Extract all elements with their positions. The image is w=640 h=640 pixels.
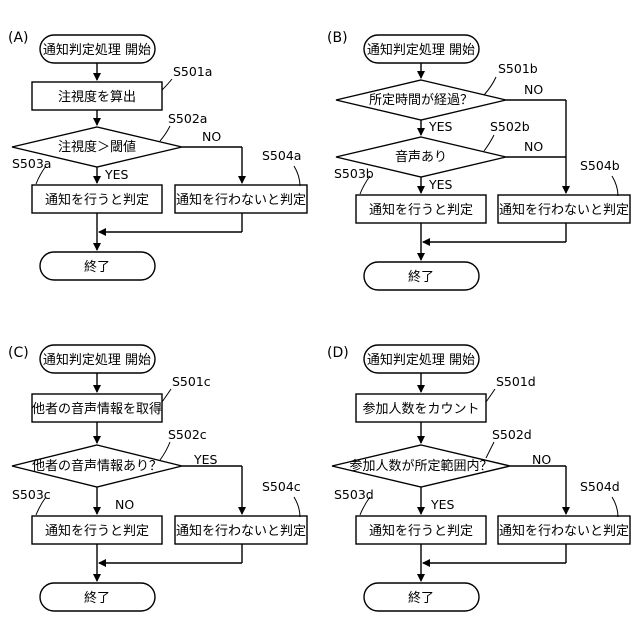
panel-a-label: (A) bbox=[8, 30, 29, 46]
panel-b-s504-label: S504b bbox=[580, 158, 620, 173]
panel-a-s501-text: 注視度を算出 bbox=[58, 89, 136, 105]
panel-b-start-text: 通知判定処理 開始 bbox=[367, 42, 475, 58]
panel-c: (C) 通知判定処理 開始 他者の音声情報を取得 S501c 他者の音声情報あり… bbox=[8, 345, 307, 611]
panel-d-s501-text: 参加人数をカウント bbox=[362, 401, 479, 417]
panel-a-s502-leader bbox=[160, 126, 170, 141]
panel-b-s504-text: 通知を行わないと判定 bbox=[499, 202, 629, 218]
panel-c-s502-leader bbox=[160, 442, 170, 460]
panel-d-s502-leader bbox=[486, 442, 494, 458]
panel-a-s504-leader bbox=[294, 166, 300, 186]
panel-d-s501-leader bbox=[486, 389, 495, 402]
panel-d-end-text: 終了 bbox=[408, 590, 434, 606]
panel-b-end-text: 終了 bbox=[408, 269, 434, 285]
panel-d-s504-leader bbox=[612, 497, 618, 517]
panel-c-s501-label: S501c bbox=[172, 374, 211, 389]
panel-a-s502-text: 注視度＞閾値 bbox=[58, 139, 136, 155]
panel-a-yes-label: YES bbox=[104, 167, 129, 182]
panel-c-yes-label: YES bbox=[193, 452, 218, 467]
panel-b-s502-leader bbox=[484, 135, 494, 151]
panel-c-end-text: 終了 bbox=[84, 590, 110, 606]
panel-b-no1-label: NO bbox=[524, 82, 543, 97]
panel-b-yes2-label: YES bbox=[428, 177, 453, 192]
panel-a-s501-label: S501a bbox=[173, 64, 212, 79]
panel-c-s503-text: 通知を行うと判定 bbox=[45, 523, 149, 539]
panel-b-s501-text: 所定時間が経過？ bbox=[369, 93, 473, 108]
panel-c-start-text: 通知判定処理 開始 bbox=[43, 352, 151, 368]
panel-b-s503-text: 通知を行うと判定 bbox=[369, 202, 473, 218]
panel-a-end-text: 終了 bbox=[84, 259, 110, 275]
panel-a-s503-label: S503a bbox=[12, 156, 51, 171]
panel-b-s502-text: 音声あり bbox=[395, 149, 447, 165]
panel-c-s504-leader bbox=[294, 497, 300, 517]
panel-c-s502-text: 他者の音声情報あり？ bbox=[32, 458, 162, 474]
panel-b-yes1-label: YES bbox=[428, 119, 453, 134]
panel-d-s504-text: 通知を行わないと判定 bbox=[499, 523, 629, 539]
panel-b-no2-label: NO bbox=[524, 139, 543, 154]
panel-c-s501-leader bbox=[162, 389, 171, 402]
panel-c-s502-label: S502c bbox=[168, 427, 207, 442]
panel-a-no-label: NO bbox=[202, 129, 221, 144]
panel-b-s504-leader bbox=[612, 176, 618, 196]
panel-a-s502-label: S502a bbox=[168, 111, 207, 126]
panel-c-no-label: NO bbox=[115, 497, 134, 512]
panel-a-start-text: 通知判定処理 開始 bbox=[43, 42, 151, 58]
panel-b-label: (B) bbox=[327, 30, 348, 46]
panel-d: (D) 通知判定処理 開始 参加人数をカウント S501d 参加人数が所定範囲内… bbox=[327, 345, 630, 611]
panel-b: (B) 通知判定処理 開始 所定時間が経過？ S501b NO YES 音声あり… bbox=[327, 30, 630, 290]
panel-d-s504-label: S504d bbox=[580, 479, 620, 494]
panel-d-s501-label: S501d bbox=[496, 374, 536, 389]
panel-d-no-label: NO bbox=[532, 452, 551, 467]
panel-d-s502-text: 参加人数が所定範囲内？ bbox=[349, 458, 492, 474]
panel-a-s501-leader bbox=[162, 79, 172, 90]
panel-c-s504-label: S504c bbox=[262, 479, 301, 494]
panel-d-yes-label: YES bbox=[430, 497, 455, 512]
panel-d-s503-text: 通知を行うと判定 bbox=[369, 523, 473, 539]
panel-b-s501-label: S501b bbox=[498, 61, 538, 76]
panel-a-s504-text: 通知を行わないと判定 bbox=[176, 192, 306, 208]
panel-d-start-text: 通知判定処理 開始 bbox=[367, 352, 475, 368]
panel-c-label: (C) bbox=[8, 345, 29, 361]
panel-c-s501-text: 他者の音声情報を取得 bbox=[32, 401, 162, 417]
panel-a-s503-text: 通知を行うと判定 bbox=[45, 192, 149, 208]
panel-c-s503-label: S503c bbox=[12, 487, 51, 502]
panel-d-label: (D) bbox=[327, 345, 349, 361]
panel-a: (A) 通知判定処理 開始 注視度を算出 S501a 注視度＞閾値 S502a … bbox=[8, 30, 307, 280]
panel-d-s502-label: S502d bbox=[492, 427, 532, 442]
panel-b-s502-label: S502b bbox=[490, 119, 530, 134]
panel-b-s501-leader bbox=[484, 77, 496, 95]
panel-c-s504-text: 通知を行わないと判定 bbox=[176, 523, 306, 539]
panel-a-s504-label: S504a bbox=[262, 148, 301, 163]
